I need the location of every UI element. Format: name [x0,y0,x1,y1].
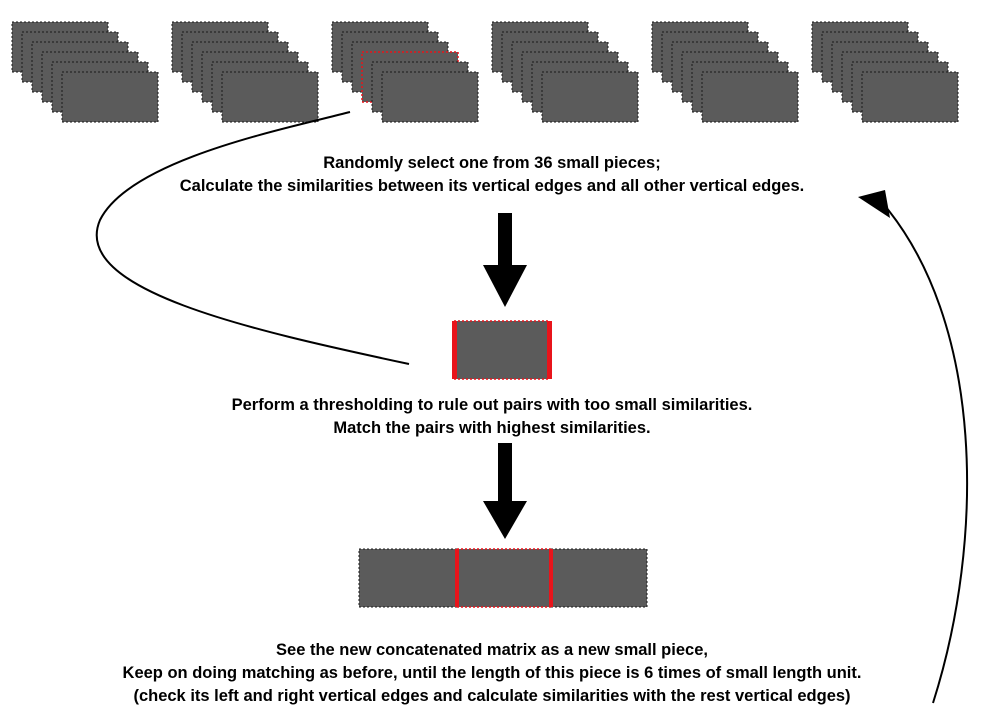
step1-caption: Randomly select one from 36 small pieces… [0,152,984,198]
step2-line2: Match the pairs with highest similaritie… [333,419,651,437]
small-piece [701,71,799,123]
piece-stack [171,21,319,123]
selected-piece [452,320,552,380]
down-arrow-1 [483,213,527,307]
small-piece [541,71,639,123]
feedback-curve [95,111,410,365]
loop-back-arrowhead [858,190,890,218]
concatenated-matrix [358,548,648,608]
piece-stacks [11,21,959,123]
small-piece [61,71,159,123]
step3-line1: See the new concatenated matrix as a new… [276,641,708,659]
piece-stack [811,21,959,123]
loop-back-arrow [879,199,969,704]
step3-line3: (check its left and right vertical edges… [133,687,851,705]
step3-line2: Keep on doing matching as before, until … [122,664,862,682]
step1-line1: Randomly select one from 36 small pieces… [323,154,661,172]
down-arrow-2 [483,443,527,539]
piece-stack [11,21,159,123]
step2-caption: Perform a thresholding to rule out pairs… [0,394,984,440]
step2-line1: Perform a thresholding to rule out pairs… [231,396,753,414]
piece-stack [491,21,639,123]
small-piece [221,71,319,123]
step3-caption: See the new concatenated matrix as a new… [0,639,984,708]
small-piece [861,71,959,123]
piece-stack [651,21,799,123]
step1-line2: Calculate the similarities between its v… [179,177,805,195]
small-piece [381,71,479,123]
piece-stack [331,21,479,123]
